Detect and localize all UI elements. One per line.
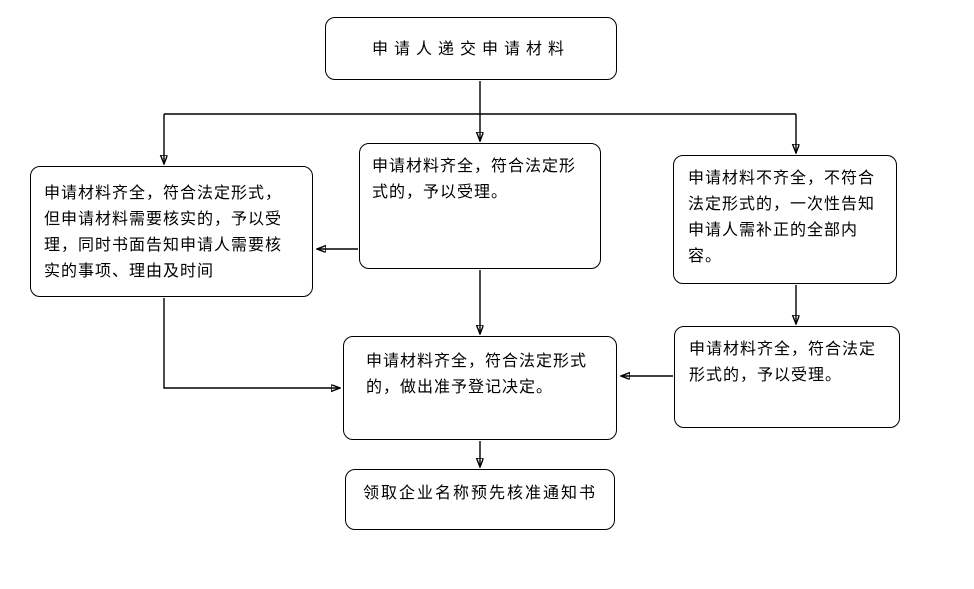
node-accepted-needs-verification: 申请材料齐全，符合法定形式，但申请材料需要核实的，予以受理，同时书面告知申请人需… [30,166,313,297]
node-registration-decision: 申请材料齐全，符合法定形式的，做出准予登记决定。 [343,336,617,440]
node-submit-application: 申请人递交申请材料 [325,17,617,80]
node-incomplete-notify-corrections-label: 申请材料不齐全，不符合法定形式的，一次性告知申请人需补正的全部内容。 [688,168,876,265]
node-corrected-accepted: 申请材料齐全，符合法定形式的，予以受理。 [674,326,900,428]
node-incomplete-notify-corrections: 申请材料不齐全，不符合法定形式的，一次性告知申请人需补正的全部内容。 [673,155,897,284]
node-accepted-needs-verification-label: 申请材料齐全，符合法定形式，但申请材料需要核实的，予以受理，同时书面告知申请人需… [44,183,283,280]
node-corrected-accepted-label: 申请材料齐全，符合法定形式的，予以受理。 [689,339,877,384]
edge-verify-to-decision [163,298,340,388]
node-receive-approval-notice-label: 领取企业名称预先核准通知书 [362,483,597,502]
node-complete-accepted: 申请材料齐全，符合法定形式的，予以受理。 [359,143,601,269]
node-complete-accepted-label: 申请材料齐全，符合法定形式的，予以受理。 [372,156,577,201]
node-registration-decision-label: 申请材料齐全，符合法定形式的，做出准予登记决定。 [366,351,588,396]
node-submit-application-label: 申请人递交申请材料 [371,38,570,58]
node-receive-approval-notice: 领取企业名称预先核准通知书 [345,469,615,530]
